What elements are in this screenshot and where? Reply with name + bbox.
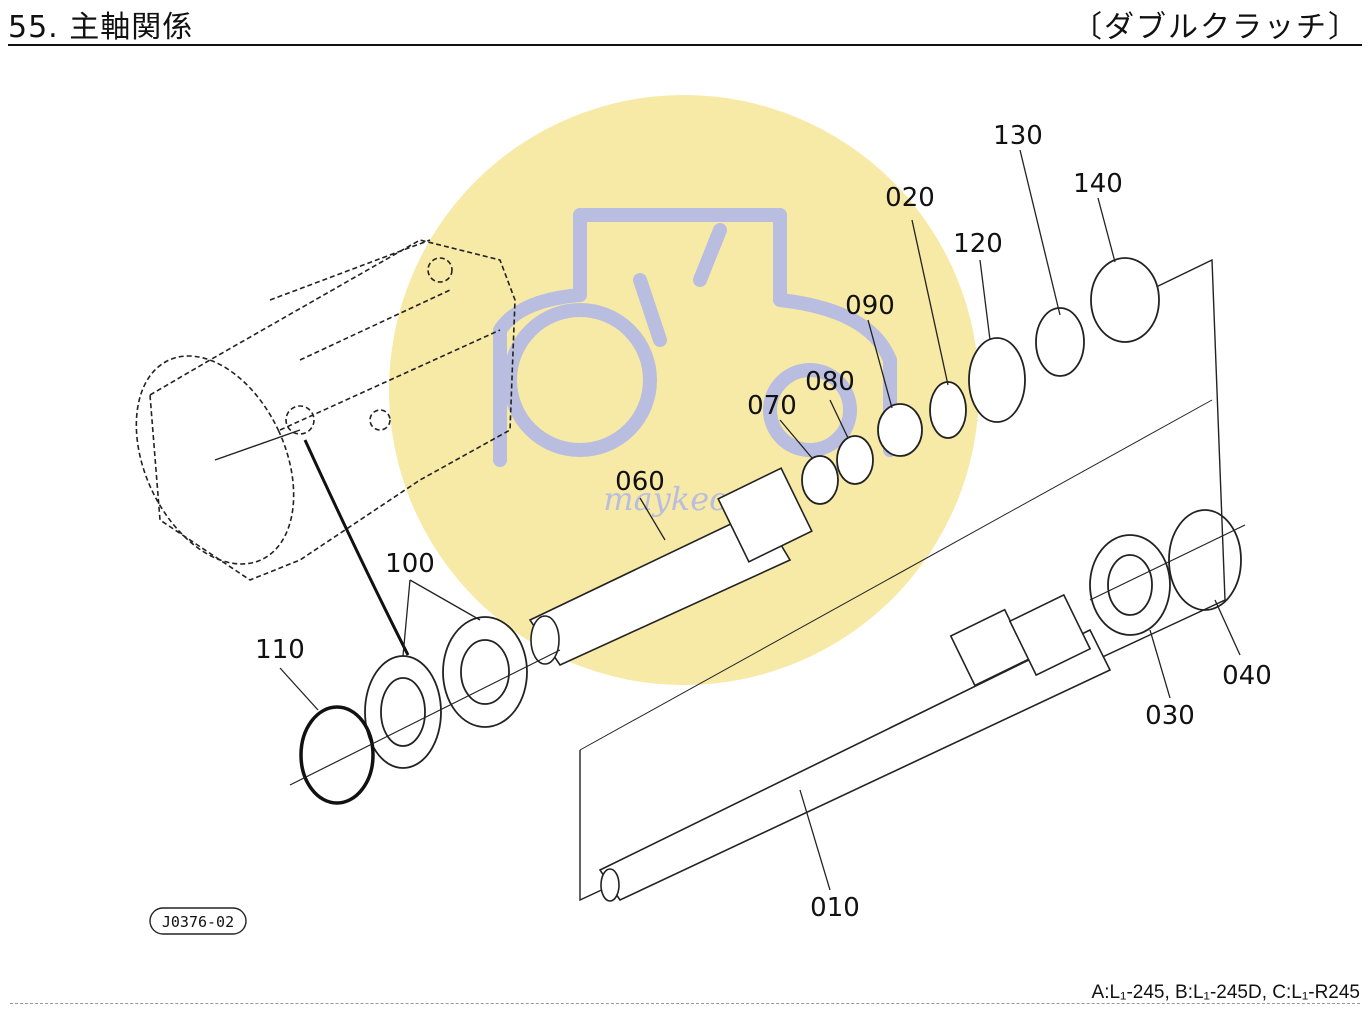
callout-030: 030: [1145, 701, 1195, 731]
callout-120: 120: [953, 229, 1003, 259]
callout-070: 070: [747, 391, 797, 421]
callout-060: 060: [615, 467, 665, 497]
watermark: maykeo.vn: [389, 95, 979, 685]
collar-070: [801, 455, 839, 505]
callout-100: 100: [385, 549, 435, 579]
callout-140: 140: [1073, 169, 1123, 199]
callout-010: 010: [810, 893, 860, 923]
o-ring-110: [299, 705, 375, 805]
shaft-060: [528, 467, 813, 667]
snap-ring-040: [1168, 509, 1242, 611]
model-applicability: A:L₁-245, B:L₁-245D, C:L₁-R245: [1091, 982, 1360, 1003]
gear-140: [1090, 257, 1160, 343]
bearing-100: [364, 616, 528, 769]
washer-020: [929, 381, 967, 439]
callout-040: 040: [1222, 661, 1272, 691]
gear-120: [968, 337, 1026, 423]
header-rule: [8, 44, 1362, 46]
callout-020: 020: [885, 183, 935, 213]
footer-rule: [10, 1003, 1360, 1004]
callout-130: 130: [993, 121, 1043, 151]
callout-090: 090: [845, 291, 895, 321]
transmission-housing: [135, 239, 516, 581]
page-title: 55. 主軸関係: [8, 10, 194, 45]
needle-bearing-090: [877, 403, 923, 457]
collar-130: [1035, 307, 1085, 377]
ring-080: [836, 435, 874, 485]
callout-080: 080: [805, 367, 855, 397]
main-shaft: [598, 593, 1112, 902]
variant-label: 〔ダブルクラッチ〕: [1072, 10, 1360, 45]
callout-110: 110: [255, 635, 305, 665]
drawing-code: J0376-02: [149, 907, 247, 935]
tractor-icon: [493, 208, 897, 467]
svg-text:J0376-02: J0376-02: [162, 913, 234, 931]
